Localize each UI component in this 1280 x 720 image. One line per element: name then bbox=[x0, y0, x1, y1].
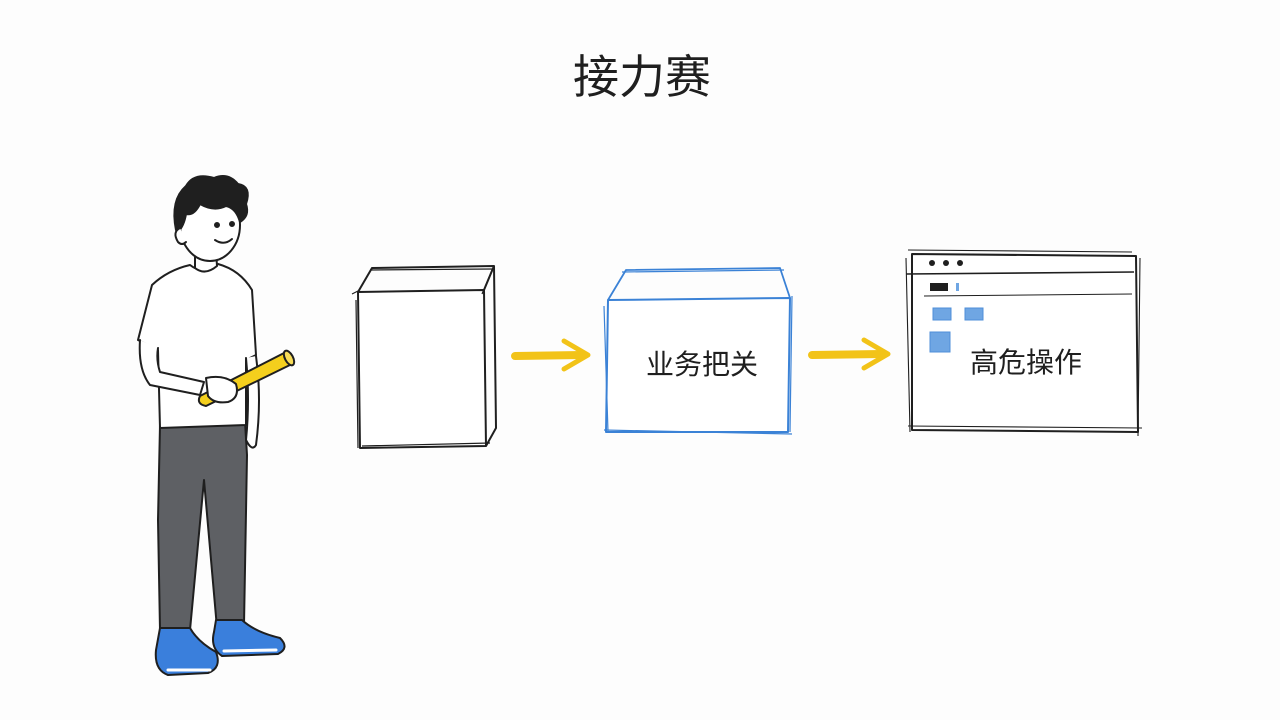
window-control-dots bbox=[929, 260, 963, 266]
runner-left-shoe bbox=[154, 627, 219, 676]
gate-box-node bbox=[603, 267, 793, 435]
diagram-title: 接力赛 bbox=[573, 50, 711, 104]
window-toolbar-block bbox=[930, 283, 948, 291]
runner-hair bbox=[173, 175, 249, 233]
arrow-gate-to-window bbox=[808, 337, 891, 371]
runner-pants bbox=[157, 421, 248, 631]
runner-figure bbox=[137, 175, 296, 676]
runner-right-shoe bbox=[212, 619, 286, 657]
window-cursor-mark bbox=[956, 283, 959, 291]
plain-box-node bbox=[351, 265, 497, 449]
window-blue-tiles bbox=[929, 307, 984, 353]
runner-shirt bbox=[137, 263, 257, 429]
arrow-plain-to-gate bbox=[511, 338, 591, 372]
window-box-label: 高危操作 bbox=[970, 346, 1082, 379]
window-box-node bbox=[905, 249, 1143, 437]
gate-box-label: 业务把关 bbox=[646, 348, 758, 381]
